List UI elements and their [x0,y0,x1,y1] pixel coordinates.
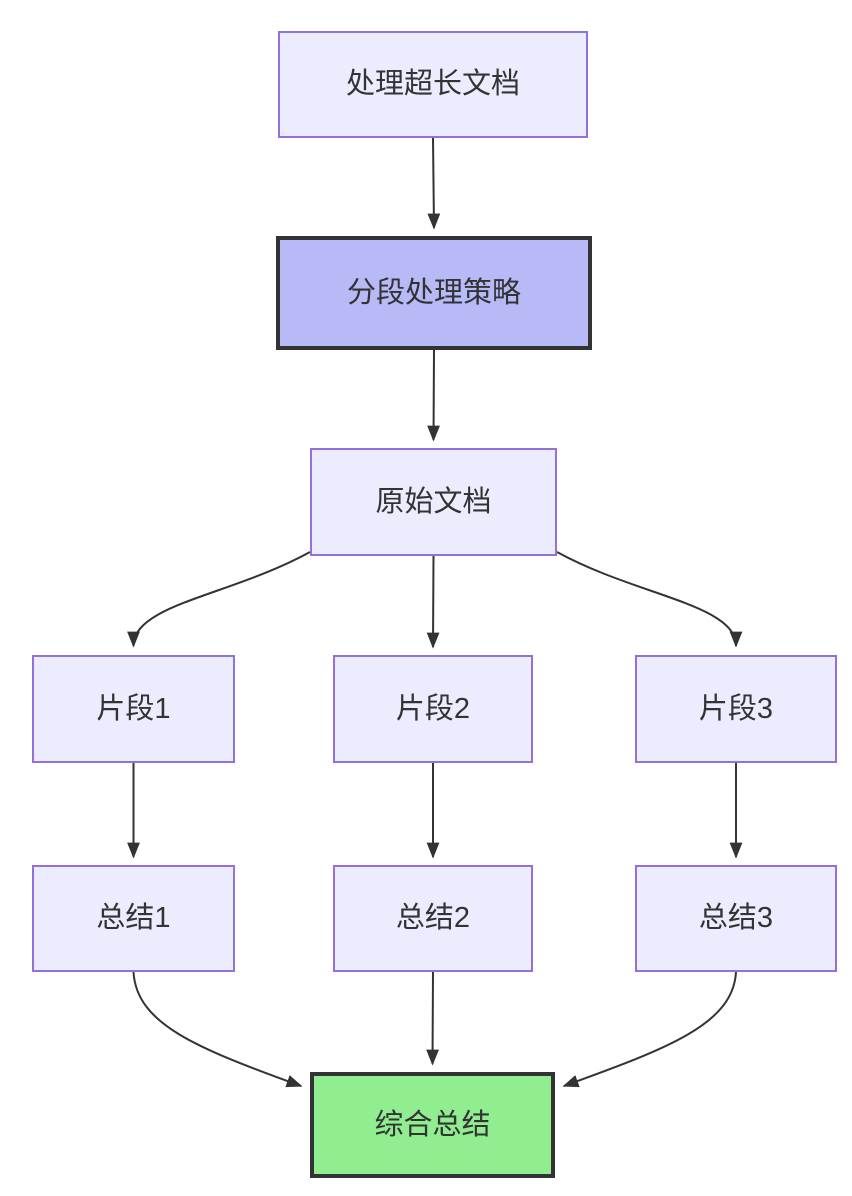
node-strategy: 分段处理策略 [276,236,592,350]
node-segment-1: 片段1 [32,655,235,763]
node-final: 综合总结 [310,1072,555,1178]
node-segment-3: 片段3 [635,655,837,763]
edge-original-to-segment-3 [556,551,743,648]
node-summary-3: 总结3 [635,865,837,972]
node-label: 分段处理策略 [346,276,521,309]
node-summary-1: 总结1 [32,865,235,972]
node-label: 综合总结 [374,1108,491,1141]
node-label: 总结2 [395,902,471,935]
node-label: 原始文档 [375,485,492,518]
node-label: 片段1 [96,692,171,725]
edge-summary-1-to-final [132,971,303,1088]
node-label: 片段3 [698,692,774,725]
edge-summary-2-to-final [426,971,439,1066]
edge-original-to-segment-1 [127,551,311,648]
node-label: 总结1 [96,902,171,935]
node-label: 处理超长文档 [345,68,520,101]
edge-strategy-to-original [427,349,440,442]
node-segment-2: 片段2 [333,655,533,763]
node-doc: 处理超长文档 [278,31,588,138]
node-label: 总结3 [698,902,774,935]
edge-summary-3-to-final [562,971,737,1088]
edge-original-to-segment-2 [426,555,440,649]
edge-doc-to-strategy [427,137,441,230]
node-original: 原始文档 [310,448,557,556]
node-summary-2: 总结2 [333,865,533,972]
node-label: 片段2 [395,692,471,725]
